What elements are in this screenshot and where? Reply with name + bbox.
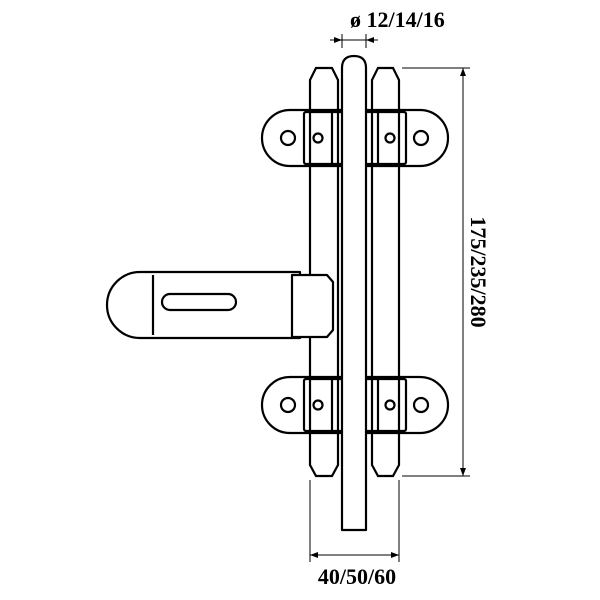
lower-left-inner-screw-hole	[312, 399, 324, 411]
length-dimension	[402, 67, 470, 477]
bolt-rod	[340, 54, 368, 532]
upper-left-screw-hole	[279, 129, 297, 147]
upper-right-screw-hole	[412, 129, 430, 147]
upper-right-inner-screw-hole	[384, 132, 396, 144]
bolt-handle	[105, 270, 335, 340]
side-rails	[308, 66, 401, 478]
upper-left-inner-screw-hole	[312, 132, 324, 144]
lower-left-screw-hole	[279, 396, 297, 414]
diameter-dimension	[330, 34, 378, 48]
width-dimension	[309, 480, 400, 562]
width-label: 40/50/60	[318, 564, 396, 589]
handle-knuckle	[290, 273, 335, 339]
length-label: 175/235/280	[466, 216, 491, 327]
lower-right-screw-hole	[412, 396, 430, 414]
lower-right-inner-screw-hole	[384, 399, 396, 411]
diameter-label: ø 12/14/16	[350, 7, 445, 32]
handle-slot	[160, 292, 238, 312]
